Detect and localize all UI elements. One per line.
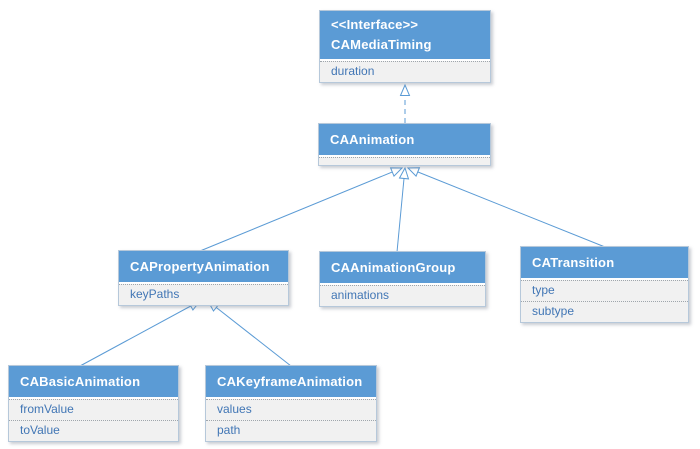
generalization-edge-cakeyframeanimation-to-capropertyanimation — [207, 300, 292, 367]
attribute: path — [206, 420, 376, 441]
attributes-section: fromValue toValue — [9, 399, 178, 441]
attributes-section-empty — [319, 157, 490, 165]
class-header: CAPropertyAnimation — [119, 251, 288, 284]
class-box-camediatiming: <<Interface>> CAMediaTiming duration — [319, 10, 491, 83]
attribute: fromValue — [9, 399, 178, 420]
attributes-section: duration — [320, 61, 490, 82]
generalization-edge-catransition-to-caanimation — [406, 167, 606, 248]
class-name: CAKeyframeAnimation — [217, 374, 363, 389]
class-name: CAPropertyAnimation — [130, 259, 270, 274]
class-box-cabasicanimation: CABasicAnimation fromValue toValue — [8, 365, 179, 442]
attribute: values — [206, 399, 376, 420]
attributes-section: animations — [320, 285, 485, 306]
class-header: <<Interface>> CAMediaTiming — [320, 11, 490, 61]
attribute: keyPaths — [119, 284, 288, 305]
class-name: CAMediaTiming — [331, 37, 432, 52]
attributes-section: values path — [206, 399, 376, 441]
generalization-edge-capropertyanimation-to-caanimation — [199, 167, 404, 252]
class-header: CAAnimationGroup — [320, 252, 485, 285]
class-box-catransition: CATransition type subtype — [520, 246, 689, 323]
attribute: subtype — [521, 301, 688, 322]
class-box-cakeyframeanimation: CAKeyframeAnimation values path — [205, 365, 377, 442]
stereotype-label: <<Interface>> — [331, 17, 419, 32]
class-header: CATransition — [521, 247, 688, 280]
class-name: CABasicAnimation — [20, 374, 141, 389]
class-box-capropertyanimation: CAPropertyAnimation keyPaths — [118, 250, 289, 306]
class-header: CAAnimation — [319, 124, 490, 157]
generalization-edge-cabasicanimation-to-capropertyanimation — [79, 300, 202, 367]
class-header: CAKeyframeAnimation — [206, 366, 376, 399]
class-header: CABasicAnimation — [9, 366, 178, 399]
generalization-edge-caanimationgroup-to-caanimation — [396, 166, 410, 253]
attribute: toValue — [9, 420, 178, 441]
class-box-caanimation: CAAnimation — [318, 123, 491, 166]
class-name: CATransition — [532, 255, 615, 270]
class-name: CAAnimationGroup — [331, 260, 456, 275]
attribute: type — [521, 280, 688, 301]
attributes-section: keyPaths — [119, 284, 288, 305]
attribute: animations — [320, 285, 485, 306]
class-box-caanimationgroup: CAAnimationGroup animations — [319, 251, 486, 307]
attributes-section: type subtype — [521, 280, 688, 322]
class-name: CAAnimation — [330, 132, 415, 147]
attribute: duration — [320, 61, 490, 82]
